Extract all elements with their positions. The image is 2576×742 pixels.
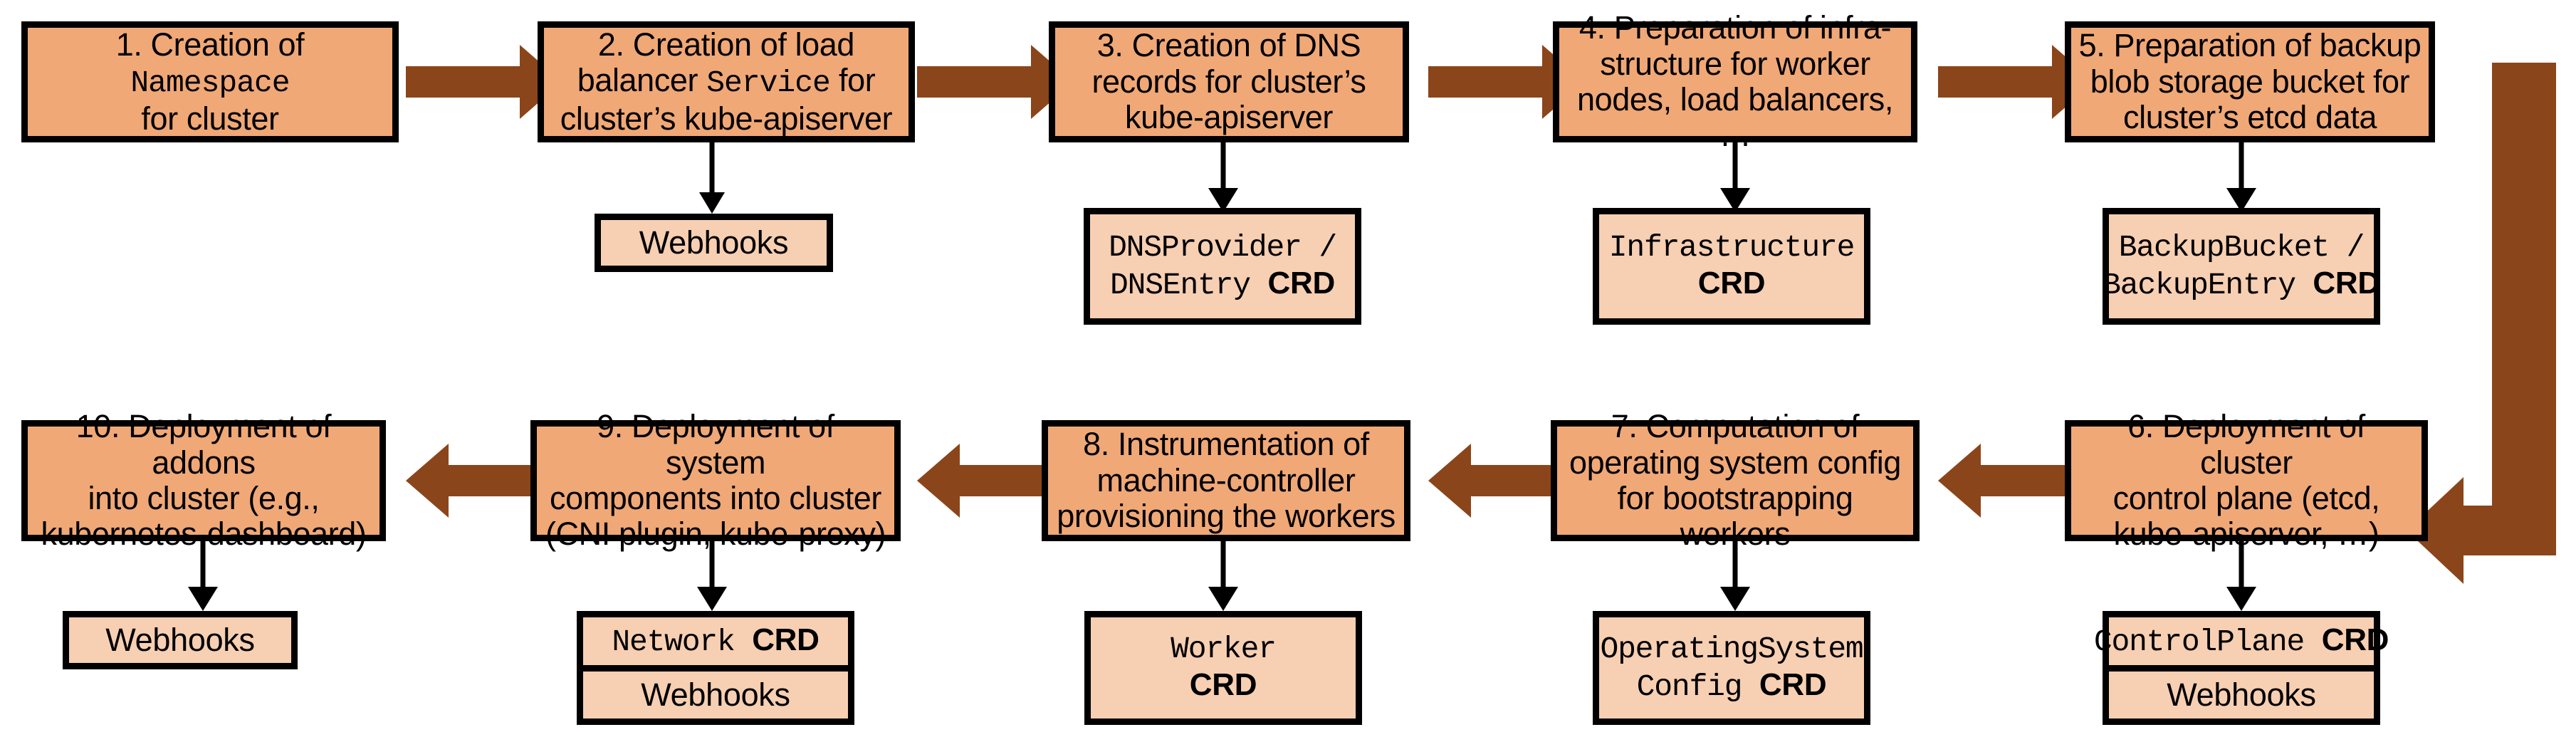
artifact-label-controlplane-crd: ControlPlane CRD [2093, 622, 2389, 660]
artifact-box-step9[interactable]: Network CRD Webhooks [577, 611, 854, 725]
step-box-2[interactable]: 2. Creation of load balancer Service for… [538, 21, 915, 142]
artifact-label-network-crd: Network CRD [612, 622, 820, 660]
step-label-9: 9. Deployment of system components into … [545, 408, 886, 553]
artifact-cell-crd: Network CRD [583, 617, 848, 665]
artifact-cell-crd: DNSProvider / DNSEntry CRD [1090, 214, 1355, 318]
step-box-8[interactable]: 8. Instrumentation of machine-controller… [1042, 420, 1410, 541]
step-box-4[interactable]: 4. Preparation of infra- structure for w… [1553, 10, 1917, 153]
step-label-1: 1. Creation of Namespace for cluster [115, 26, 305, 137]
artifact-box-step5[interactable]: BackupBucket / BackupEntry CRD [2103, 208, 2380, 325]
artifact-cell-webhooks: Webhooks [583, 664, 848, 719]
step-box-9[interactable]: 9. Deployment of system components into … [530, 409, 901, 552]
artifact-cell-crd: OperatingSystem Config CRD [1599, 617, 1864, 719]
artifact-box-step3[interactable]: DNSProvider / DNSEntry CRD [1084, 208, 1361, 325]
artifact-box-step7[interactable]: OperatingSystem Config CRD [1593, 611, 1870, 725]
artifact-cell-crd: ControlPlane CRD [2094, 617, 2389, 665]
artifact-box-step4[interactable]: Infrastructure CRD [1593, 208, 1870, 325]
arrowhead-step10 [188, 587, 218, 611]
step-label-5: 5. Preparation of backup blob storage bu… [2078, 27, 2421, 136]
artifact-box-step2[interactable]: Webhooks [595, 214, 833, 272]
step-label-2: 2. Creation of load balancer Service for… [560, 26, 893, 137]
artifact-label-worker-crd: Worker CRD [1171, 632, 1277, 702]
artifact-label-backup-crd: BackupBucket / BackupEntry CRD [2103, 230, 2380, 303]
step-label-4: 4. Preparation of infra- structure for w… [1576, 9, 1893, 154]
artifact-label-webhooks: Webhooks [639, 224, 789, 261]
step-label-10: 10. Deployment of addons into cluster (e… [41, 408, 367, 553]
artifact-label-infrastructure-crd: Infrastructure CRD [1608, 230, 1855, 301]
step-box-10[interactable]: 10. Deployment of addons into cluster (e… [21, 409, 386, 552]
artifact-label-dns-crd: DNSProvider / DNSEntry CRD [1109, 230, 1337, 303]
step-box-3[interactable]: 3. Creation of DNS records for cluster’s… [1049, 21, 1409, 142]
artifact-cell-crd: Infrastructure CRD [1599, 214, 1864, 318]
arrowhead-step7 [1720, 587, 1750, 611]
arrowhead-step2 [699, 192, 725, 214]
artifact-label-webhooks: Webhooks [105, 622, 255, 659]
artifact-box-step8[interactable]: Worker CRD [1084, 611, 1362, 725]
arrowhead-step6 [2226, 587, 2256, 611]
step-label-8: 8. Instrumentation of machine-controller… [1057, 426, 1396, 535]
step-box-7[interactable]: 7. Computation of operating system confi… [1551, 409, 1920, 552]
artifact-cell-webhooks: Webhooks [69, 617, 291, 663]
artifact-label-webhooks: Webhooks [641, 676, 790, 714]
arrowhead-step9 [697, 587, 727, 611]
artifact-cell-crd: Worker CRD [1091, 617, 1356, 719]
artifact-cell-crd: BackupBucket / BackupEntry CRD [2103, 214, 2380, 318]
step-box-1[interactable]: 1. Creation of Namespace for cluster [21, 21, 399, 142]
artifact-cell-webhooks: Webhooks [601, 220, 827, 266]
step-box-5[interactable]: 5. Preparation of backup blob storage bu… [2065, 21, 2435, 142]
step-box-6[interactable]: 6. Deployment of cluster control plane (… [2065, 409, 2428, 552]
artifact-box-step10[interactable]: Webhooks [63, 611, 298, 669]
artifact-label-osc-crd: OperatingSystem Config CRD [1600, 632, 1863, 704]
artifact-cell-webhooks: Webhooks [2109, 664, 2374, 719]
step-label-6: 6. Deployment of cluster control plane (… [2112, 408, 2380, 553]
step-label-3: 3. Creation of DNS records for cluster’s… [1091, 27, 1366, 136]
artifact-box-step6[interactable]: ControlPlane CRD Webhooks [2094, 611, 2389, 725]
step-label-7: 7. Computation of operating system confi… [1569, 408, 1902, 553]
arrowhead-step8 [1208, 587, 1238, 611]
artifact-label-webhooks: Webhooks [2167, 676, 2316, 714]
